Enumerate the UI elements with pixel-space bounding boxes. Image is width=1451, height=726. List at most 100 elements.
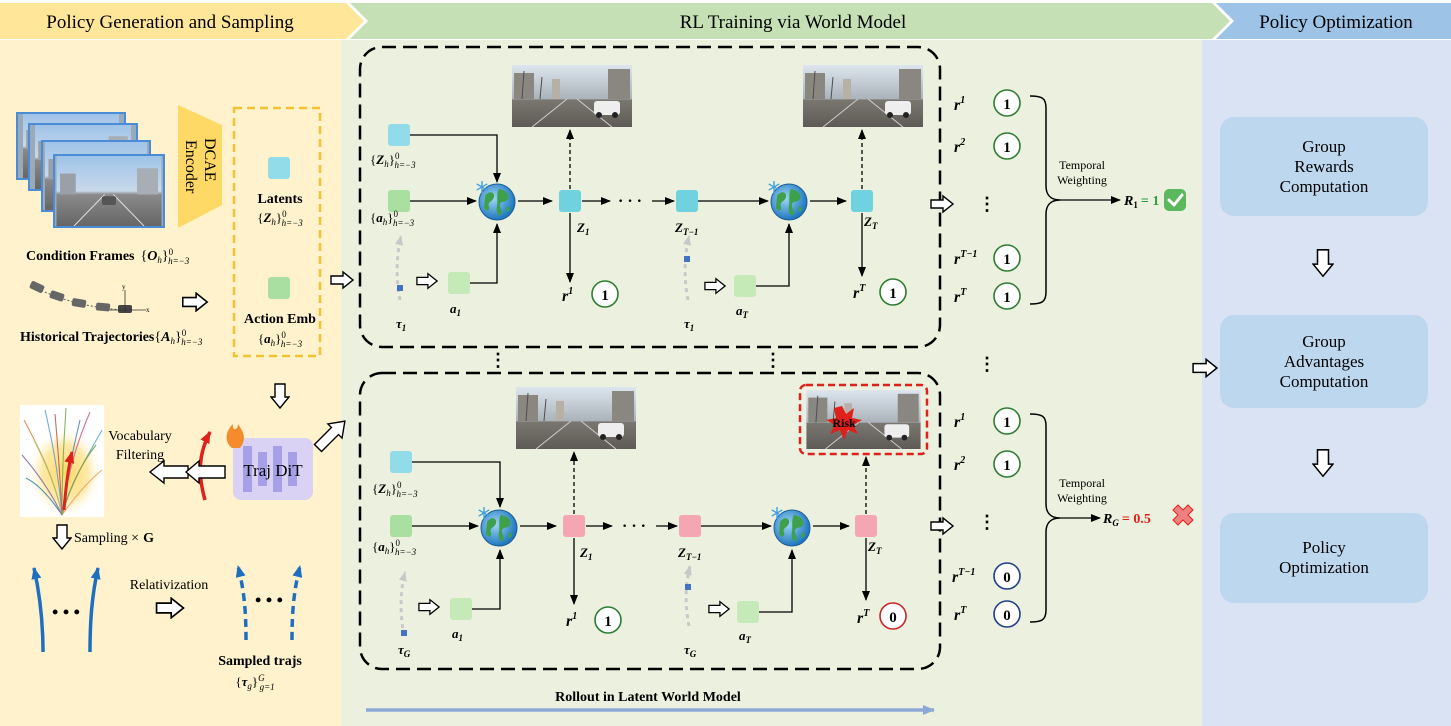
risk-frame-border bbox=[798, 383, 929, 456]
check-icon bbox=[1164, 189, 1186, 211]
bottom-reward-value-4: 0 bbox=[1003, 608, 1011, 624]
top-z-hist bbox=[388, 124, 410, 146]
group-advantages-line-2: Advantages bbox=[1283, 351, 1365, 371]
header-policy-optimization bbox=[1216, 3, 1451, 39]
top-reward-r1: r1 bbox=[954, 95, 965, 114]
encoder-label-1: DCAE bbox=[201, 138, 218, 182]
header-policy-generation bbox=[0, 3, 364, 39]
bottom-temporal-label: Temporal bbox=[1059, 476, 1105, 490]
header-rl-training-title: RL Training via World Model bbox=[680, 12, 906, 33]
bottom-reward-value-3: 0 bbox=[1003, 570, 1011, 586]
bottom-a1-label: a1 bbox=[452, 626, 463, 643]
bottom-rt-value: 0 bbox=[889, 610, 897, 626]
filtering-label: Filtering bbox=[116, 448, 164, 463]
bottom-z-hist bbox=[390, 451, 412, 473]
vertical-dots-left: ⋮ bbox=[489, 350, 507, 370]
bottom-zt bbox=[855, 515, 877, 537]
bottom-a1 bbox=[450, 598, 472, 620]
action-emb-label: Action Emb bbox=[244, 312, 316, 327]
top-zt bbox=[851, 190, 873, 212]
top-at bbox=[734, 275, 756, 297]
top-rt-value: 1 bbox=[889, 286, 897, 302]
historical-trajectory-plot: y x bbox=[29, 281, 150, 314]
header-policy-optimization-title: Policy Optimization bbox=[1259, 12, 1413, 33]
top-z1 bbox=[559, 190, 581, 212]
header-policy-generation-title: Policy Generation and Sampling bbox=[46, 12, 294, 33]
top-tau-1: τ1 bbox=[396, 316, 406, 333]
top-weighting-label: Weighting bbox=[1057, 173, 1107, 187]
group-advantages-line-3: Computation bbox=[1279, 371, 1369, 391]
middle-panel-bg bbox=[341, 40, 1202, 726]
trajectory-vocabulary-image bbox=[20, 405, 104, 517]
top-r1-circle bbox=[591, 280, 619, 308]
fire-icon bbox=[226, 424, 244, 448]
top-world-model-1 bbox=[479, 184, 515, 220]
top-frame-1 bbox=[512, 65, 632, 127]
arrow-vocab-from-dit bbox=[184, 459, 226, 485]
top-a1-label: a1 bbox=[450, 301, 461, 318]
bottom-r1-circle bbox=[594, 606, 622, 634]
rollout-label: Rollout in Latent World Model bbox=[555, 690, 741, 705]
bottom-reward-list: r1 1 r2 1 ⋮ rT−1 0 rT 0 bbox=[952, 407, 1061, 628]
top-reward-value-4: 1 bbox=[1003, 290, 1011, 306]
top-reward-vdots: ⋮ bbox=[978, 194, 996, 214]
top-reward-r2: r2 bbox=[954, 137, 965, 156]
latents-label: Latents bbox=[257, 192, 303, 207]
policy-optimization-line-2: Optimization bbox=[1279, 558, 1369, 577]
top-rt-circle bbox=[879, 278, 907, 306]
top-frame-t bbox=[803, 65, 923, 127]
svg-text:y: y bbox=[122, 283, 126, 291]
latents-square bbox=[268, 157, 290, 179]
bottom-a-hist bbox=[390, 515, 412, 537]
sampled-trajectories: • • • bbox=[235, 565, 303, 641]
group-advantages-box: Group Advantages Computation bbox=[1220, 315, 1428, 408]
bottom-reward-r1: r1 bbox=[954, 412, 965, 431]
action-emb-square bbox=[268, 277, 290, 299]
bottom-reward-value-2: 1 bbox=[1003, 458, 1011, 474]
bottom-z-t-1 bbox=[679, 515, 701, 537]
bottom-reward-vdots: ⋮ bbox=[978, 512, 996, 532]
bottom-rt-circle bbox=[879, 602, 907, 630]
policy-optimization-box: Policy Optimization bbox=[1220, 513, 1428, 603]
group-rewards-line-2: Rewards bbox=[1294, 156, 1354, 176]
bottom-ellipsis: · · · bbox=[622, 518, 646, 535]
svg-text:x: x bbox=[146, 306, 150, 314]
bottom-r1-value: 1 bbox=[604, 614, 612, 630]
relativization-label: Relativization bbox=[130, 578, 209, 593]
encoder-label-2: Encoder bbox=[182, 140, 199, 194]
group-rewards-box: Group Rewards Computation bbox=[1220, 117, 1428, 216]
bottom-world-model-1 bbox=[481, 510, 517, 546]
bottom-weighting-label: Weighting bbox=[1057, 491, 1107, 505]
top-reward-value-2: 1 bbox=[1003, 140, 1011, 156]
traj-dit-label: Traj DiT bbox=[243, 461, 303, 480]
vertical-dots-right: ⋮ bbox=[764, 350, 782, 370]
bottom-r1-label: r1 bbox=[566, 611, 577, 630]
group-rewards-line-1: Group bbox=[1302, 136, 1346, 156]
raw-trajectories: • • • bbox=[31, 567, 101, 653]
group-advantages-line-1: Group bbox=[1302, 331, 1346, 351]
middle-reward-vdots: ⋮ bbox=[978, 354, 996, 374]
raw-traj-dots: • • • bbox=[52, 602, 80, 622]
bottom-reward-r2: r2 bbox=[954, 455, 965, 474]
top-a-hist bbox=[388, 190, 410, 212]
top-reward-value-1: 1 bbox=[1003, 97, 1011, 113]
cross-icon bbox=[1172, 504, 1194, 526]
top-temporal-label: Temporal bbox=[1059, 158, 1105, 172]
vocabulary-label: Vocabulary bbox=[108, 429, 172, 444]
red-trend-arrow bbox=[198, 431, 212, 501]
group-rewards-line-3: Computation bbox=[1279, 176, 1369, 196]
policy-optimization-line-1: Policy bbox=[1302, 538, 1346, 557]
condition-frames-stack bbox=[16, 112, 165, 228]
top-r1-value: 1 bbox=[601, 288, 609, 304]
bottom-frame-t bbox=[806, 390, 920, 449]
rollout-box-bottom bbox=[358, 371, 942, 671]
risk-label: Risk bbox=[832, 416, 856, 430]
sampled-trajs-label: Sampled trajs bbox=[218, 654, 302, 669]
traj-dit-block: Traj DiT bbox=[226, 424, 313, 500]
bottom-result: RG= 0.5 bbox=[1102, 512, 1151, 528]
latent-box bbox=[232, 106, 322, 358]
